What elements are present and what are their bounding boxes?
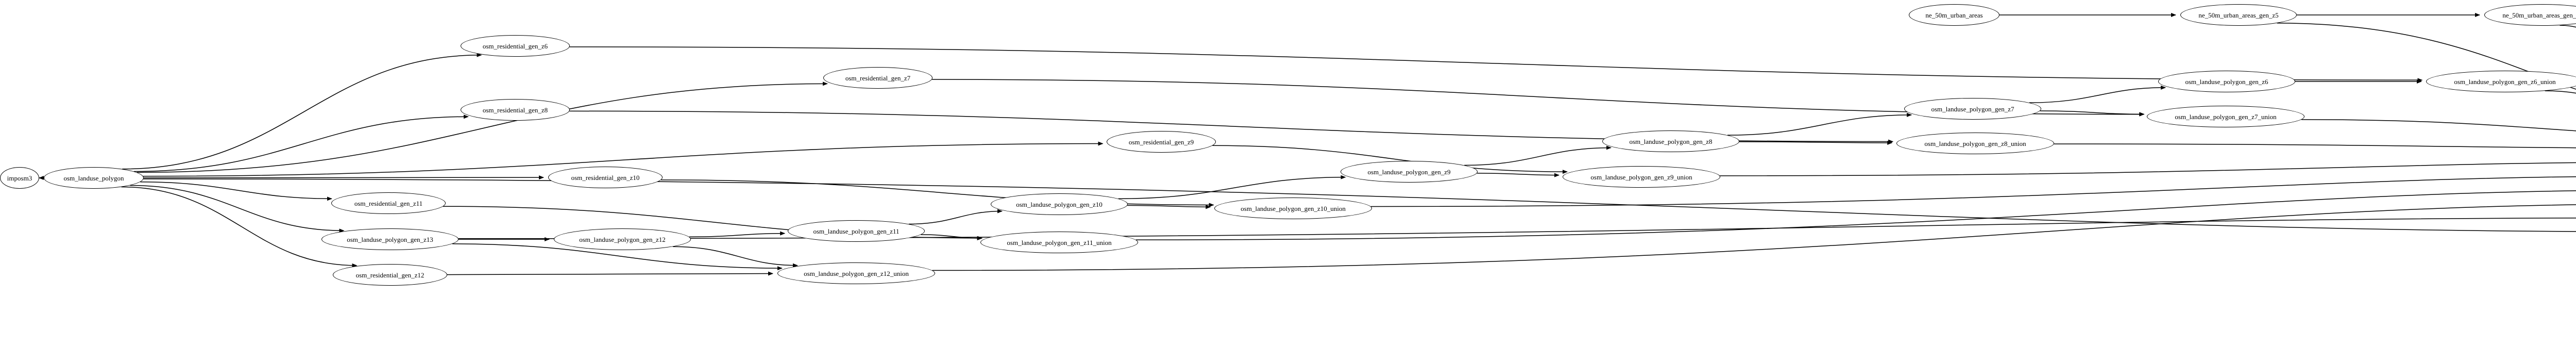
graph-node-osm_landuse_polygon_gen_z10[interactable]: osm_landuse_polygon_gen_z10 (991, 193, 1128, 215)
graph-node-label: osm_landuse_polygon_gen_z8_union (1924, 139, 2026, 147)
graph-node-osm_landuse_polygon_gen_z8[interactable]: osm_landuse_polygon_gen_z8 (1602, 130, 1739, 152)
graph-node-osm_landuse_polygon_gen_z10_union[interactable]: osm_landuse_polygon_gen_z10_union (1214, 198, 1372, 219)
graph-edge-to-legend (2545, 90, 2576, 94)
graph-edge (1477, 173, 1560, 177)
graph-node-label: osm_residential_gen_z7 (845, 74, 911, 82)
graph-edge (130, 185, 345, 233)
graph-node-label: osm_landuse_polygon (63, 174, 124, 182)
graph-edge (1739, 140, 1893, 145)
graph-edge-to-legend (1370, 176, 2576, 207)
graph-edge (143, 175, 544, 180)
graph-node-label: imposm3 (7, 174, 32, 182)
graph-node-label: ne_50m_urban_areas_gen_z5 (2198, 11, 2279, 19)
graph-node-osm_landuse_polygon_gen_z11_union[interactable]: osm_landuse_polygon_gen_z11_union (980, 232, 1138, 253)
graph-edge (137, 81, 828, 173)
graph-node-osm_landuse_polygon_gen_z11[interactable]: osm_landuse_polygon_gen_z11 (788, 220, 925, 242)
graph-node-osm_landuse_polygon_gen_z7[interactable]: osm_landuse_polygon_gen_z7 (1904, 98, 2041, 120)
graph-node-ne_50m_urban_areas_gen_z4[interactable]: ne_50m_urban_areas_gen_z4 (2484, 4, 2576, 26)
graph-node-label: osm_landuse_polygon_gen_z11 (813, 227, 900, 235)
graph-node-osm_landuse_polygon[interactable]: osm_landuse_polygon (44, 167, 144, 189)
graph-node-osm_residential_gen_z8[interactable]: osm_residential_gen_z8 (461, 99, 570, 121)
graph-edge (909, 209, 1003, 225)
graph-node-label: osm_landuse_polygon_gen_z12_union (804, 269, 909, 277)
graph-edge (1464, 145, 1612, 166)
graph-edge-to-legend (1720, 162, 2576, 176)
graph-node-label: osm_residential_gen_z6 (482, 42, 548, 50)
graph-edge-to-legend (2054, 143, 2576, 149)
graph-node-label: osm_landuse_polygon_gen_z6 (2185, 77, 2268, 86)
graph-node-osm_residential_gen_z12[interactable]: osm_residential_gen_z12 (333, 264, 447, 286)
graph-edge (122, 53, 482, 170)
graph-node-label: osm_residential_gen_z10 (571, 173, 640, 182)
graph-node-osm_landuse_polygon_gen_z9[interactable]: osm_landuse_polygon_gen_z9 (1341, 161, 1478, 183)
graph-node-osm_residential_gen_z11[interactable]: osm_residential_gen_z11 (331, 192, 446, 214)
graph-edge (121, 186, 358, 268)
graph-edge-to-legend (932, 204, 2576, 271)
graph-edge (140, 181, 332, 201)
graph-node-label: osm_residential_gen_z8 (482, 106, 548, 114)
graph-node-osm_landuse_polygon_gen_z12[interactable]: osm_landuse_polygon_gen_z12 (554, 228, 691, 250)
graph-edge-to-legend (458, 218, 2576, 239)
graph-node-osm_landuse_polygon_gen_z8_union[interactable]: osm_landuse_polygon_gen_z8_union (1896, 133, 2054, 154)
graph-edge (2029, 85, 2166, 103)
graph-node-osm_residential_gen_z6[interactable]: osm_residential_gen_z6 (461, 35, 570, 57)
graph-node-label: osm_landuse_polygon_gen_z11_union (1007, 238, 1112, 246)
graph-node-osm_landuse_polygon_gen_z13[interactable]: osm_landuse_polygon_gen_z13 (321, 228, 459, 250)
graph-node-label: osm_residential_gen_z9 (1128, 138, 1194, 146)
graph-node-label: osm_landuse_polygon_gen_z6_union (2454, 77, 2556, 86)
graph-node-label: osm_residential_gen_z11 (354, 199, 423, 207)
graph-node-label: ne_50m_urban_areas_gen_z4 (2502, 11, 2576, 19)
graph-node-label: osm_landuse_polygon_gen_z7_union (2175, 112, 2277, 121)
graph-node-label: osm_landuse_polygon_gen_z10_union (1241, 204, 1346, 212)
graph-edge (133, 114, 469, 172)
graph-node-label: ne_50m_urban_areas (1925, 11, 1983, 19)
graph-node-label: osm_landuse_polygon_gen_z10 (1016, 200, 1103, 208)
graph-edge (921, 234, 982, 241)
graph-node-label: osm_landuse_polygon_gen_z9_union (1590, 173, 1692, 181)
graph-node-label: osm_landuse_polygon_gen_z13 (347, 235, 433, 243)
graph-node-ne_50m_urban_areas_gen_z5[interactable]: ne_50m_urban_areas_gen_z5 (2180, 4, 2297, 26)
graph-edge (689, 231, 786, 238)
graph-node-osm_landuse_polygon_gen_z6[interactable]: osm_landuse_polygon_gen_z6 (2158, 71, 2295, 92)
graph-edge (1727, 112, 1912, 136)
graph-edge (1118, 175, 1346, 200)
graph-node-osm_landuse_polygon_gen_z7_union[interactable]: osm_landuse_polygon_gen_z7_union (2147, 106, 2304, 127)
graph-node-label: osm_landuse_polygon_gen_z9 (1367, 168, 1451, 176)
graph-edge (1127, 205, 1211, 209)
graph-edge-to-legend (2277, 23, 2576, 90)
graph-edge-to-legend (2301, 119, 2576, 131)
graph-node-osm_residential_gen_z9[interactable]: osm_residential_gen_z9 (1107, 131, 1216, 153)
graph-node-label: osm_landuse_polygon_gen_z12 (579, 235, 666, 243)
graph-node-ne_50m_urban_areas[interactable]: ne_50m_urban_areas (1909, 4, 1999, 26)
graph-edge (2040, 110, 2145, 117)
graph-node-label: osm_landuse_polygon_gen_z7 (1931, 105, 2014, 113)
graph-node-label: osm_residential_gen_z12 (355, 271, 425, 279)
graph-node-imposm3[interactable]: imposm3 (0, 167, 39, 189)
graph-node-osm_landuse_polygon_gen_z6_union[interactable]: osm_landuse_polygon_gen_z6_union (2426, 71, 2576, 92)
graph-node-label: osm_landuse_polygon_gen_z8 (1629, 137, 1713, 145)
graph-edge (447, 271, 774, 276)
graph-node-osm_landuse_polygon_gen_z12_union[interactable]: osm_landuse_polygon_gen_z12_union (777, 262, 935, 284)
graph-edge (672, 246, 798, 268)
graph-node-osm_residential_gen_z10[interactable]: osm_residential_gen_z10 (548, 167, 663, 188)
graph-node-osm_landuse_polygon_gen_z9_union[interactable]: osm_landuse_polygon_gen_z9_union (1563, 166, 1720, 188)
graph-node-osm_residential_gen_z7[interactable]: osm_residential_gen_z7 (823, 67, 933, 89)
graph-edge (660, 179, 1214, 207)
